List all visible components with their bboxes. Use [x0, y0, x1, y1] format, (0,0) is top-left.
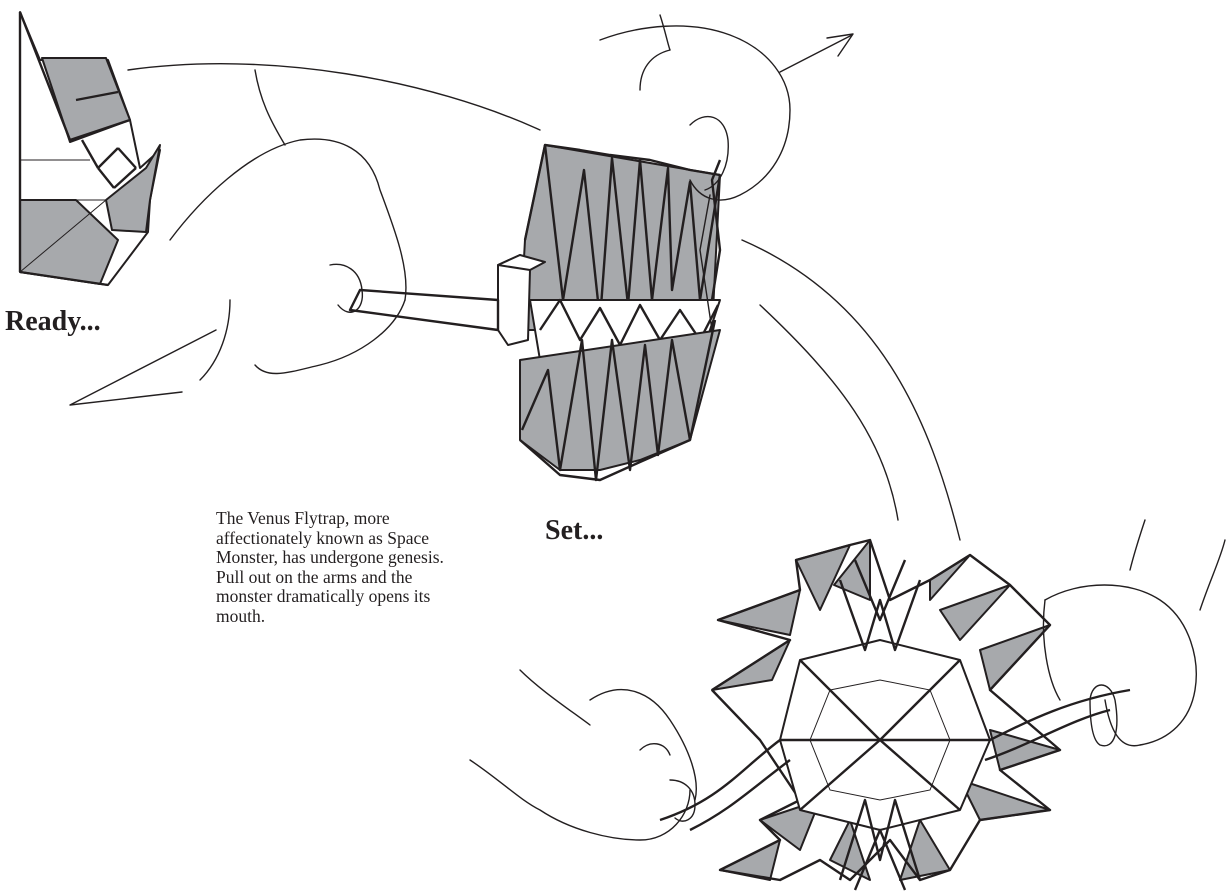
pull-arrow-left [70, 330, 216, 405]
hand-left-ready [170, 70, 406, 380]
arc-ready-to-set [128, 64, 540, 130]
hand-right-go [1043, 520, 1225, 746]
arc-set-to-go-inner [760, 305, 898, 520]
caption-text: The Venus Flytrap, more affectionately k… [216, 509, 456, 626]
ready-model [20, 12, 160, 285]
step-label-set: Set... [545, 515, 603, 547]
step-label-ready: Ready... [5, 306, 101, 338]
arc-set-to-go-outer [742, 240, 960, 540]
pull-arrow-right [780, 34, 853, 72]
hand-left-go [470, 670, 696, 840]
set-model [350, 145, 720, 480]
